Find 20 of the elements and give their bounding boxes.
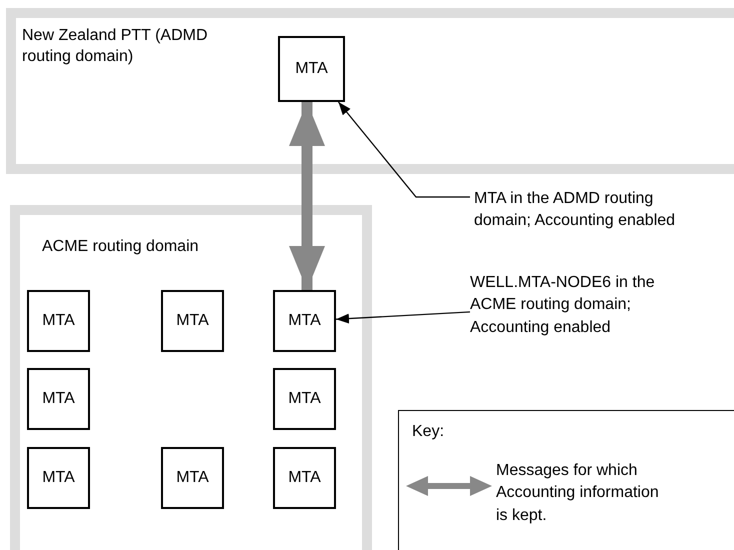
mta-box: MTA — [278, 36, 345, 102]
callout-text: MTA in the ADMD routing domain; Accounting enabled — [474, 188, 706, 233]
routing-domain-panel — [10, 205, 372, 550]
key-title: Key: — [412, 423, 444, 441]
mta-box: MTA — [161, 447, 224, 509]
callout-text: WELL.MTA-NODE6 in the ACME routing domain; Accounting enabled — [470, 272, 702, 340]
mta-box: MTA — [161, 290, 224, 352]
mta-box: MTA — [27, 368, 90, 430]
double-arrow — [289, 102, 325, 290]
mta-box: MTA — [27, 447, 90, 509]
mta-box: MTA — [273, 290, 336, 352]
domain-title: ACME routing domain — [42, 237, 200, 257]
domain-title: New Zealand PTT (ADMD routing domain) — [22, 26, 208, 67]
routing-domain-panel — [6, 8, 734, 174]
legend-text: Messages for which Accounting information is kept. — [496, 461, 660, 526]
mta-box: MTA — [273, 368, 336, 430]
leader-arrow — [336, 311, 470, 324]
leader-arrow — [338, 102, 470, 198]
mta-box: MTA — [273, 447, 336, 509]
mta-box: MTA — [27, 290, 90, 352]
